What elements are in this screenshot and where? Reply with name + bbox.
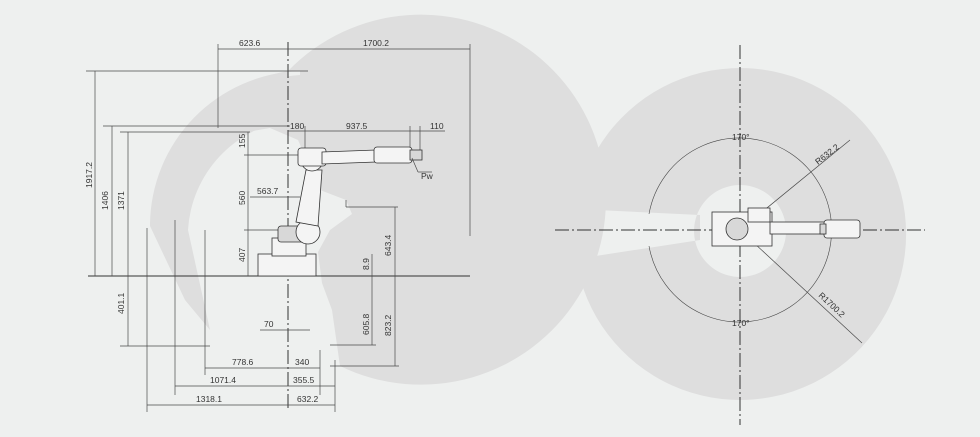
dim-height-1406: 1406 xyxy=(100,191,110,210)
dim-h-70: 70 xyxy=(264,319,274,329)
dim-arm-root: 180 xyxy=(290,121,304,131)
dim-v-6058: 605.8 xyxy=(361,313,371,335)
top-workspace-envelope xyxy=(576,67,907,400)
dim-b-10714: 1071.4 xyxy=(210,375,236,385)
robot-side-view xyxy=(257,146,432,277)
dim-v-6434: 643.4 xyxy=(383,234,393,256)
angle-top: 170° xyxy=(732,132,750,142)
dim-arm-tip: 110 xyxy=(430,121,444,131)
side-workspace-inner-lobe xyxy=(150,71,290,330)
dim-b-340: 340 xyxy=(295,357,309,367)
dim-h-155: 155 xyxy=(237,134,247,148)
side-view: 623.6 1700.2 1917.2 1406 1371 401.1 180 … xyxy=(84,14,606,412)
dim-height-19172: 1917.2 xyxy=(84,162,94,188)
dim-b-6322: 632.2 xyxy=(297,394,319,404)
dim-b-7786: 778.6 xyxy=(232,357,254,367)
angle-bottom: 170° xyxy=(732,318,750,328)
top-view: 170° 170° R632.2 R1700.2 xyxy=(555,45,925,425)
side-workspace-envelope xyxy=(150,14,606,385)
dim-below-4011: 401.1 xyxy=(116,292,126,314)
dim-reach-5637: 563.7 xyxy=(257,186,279,196)
dim-v-89: 8.9 xyxy=(361,258,371,270)
dim-top-left: 623.6 xyxy=(239,38,261,48)
dim-v-8232: 823.2 xyxy=(383,314,393,336)
dim-height-1371: 1371 xyxy=(116,191,126,210)
dim-h-407: 407 xyxy=(237,248,247,262)
robot-top-view xyxy=(711,207,861,247)
dim-h-560: 560 xyxy=(237,191,247,205)
radius-outer-leader xyxy=(739,229,863,344)
pw-label: Pw xyxy=(421,171,434,181)
dim-arm-length: 937.5 xyxy=(346,121,368,131)
dim-b-3555: 355.5 xyxy=(293,375,315,385)
dim-top-right: 1700.2 xyxy=(363,38,389,48)
dim-b-13181: 1318.1 xyxy=(196,394,222,404)
